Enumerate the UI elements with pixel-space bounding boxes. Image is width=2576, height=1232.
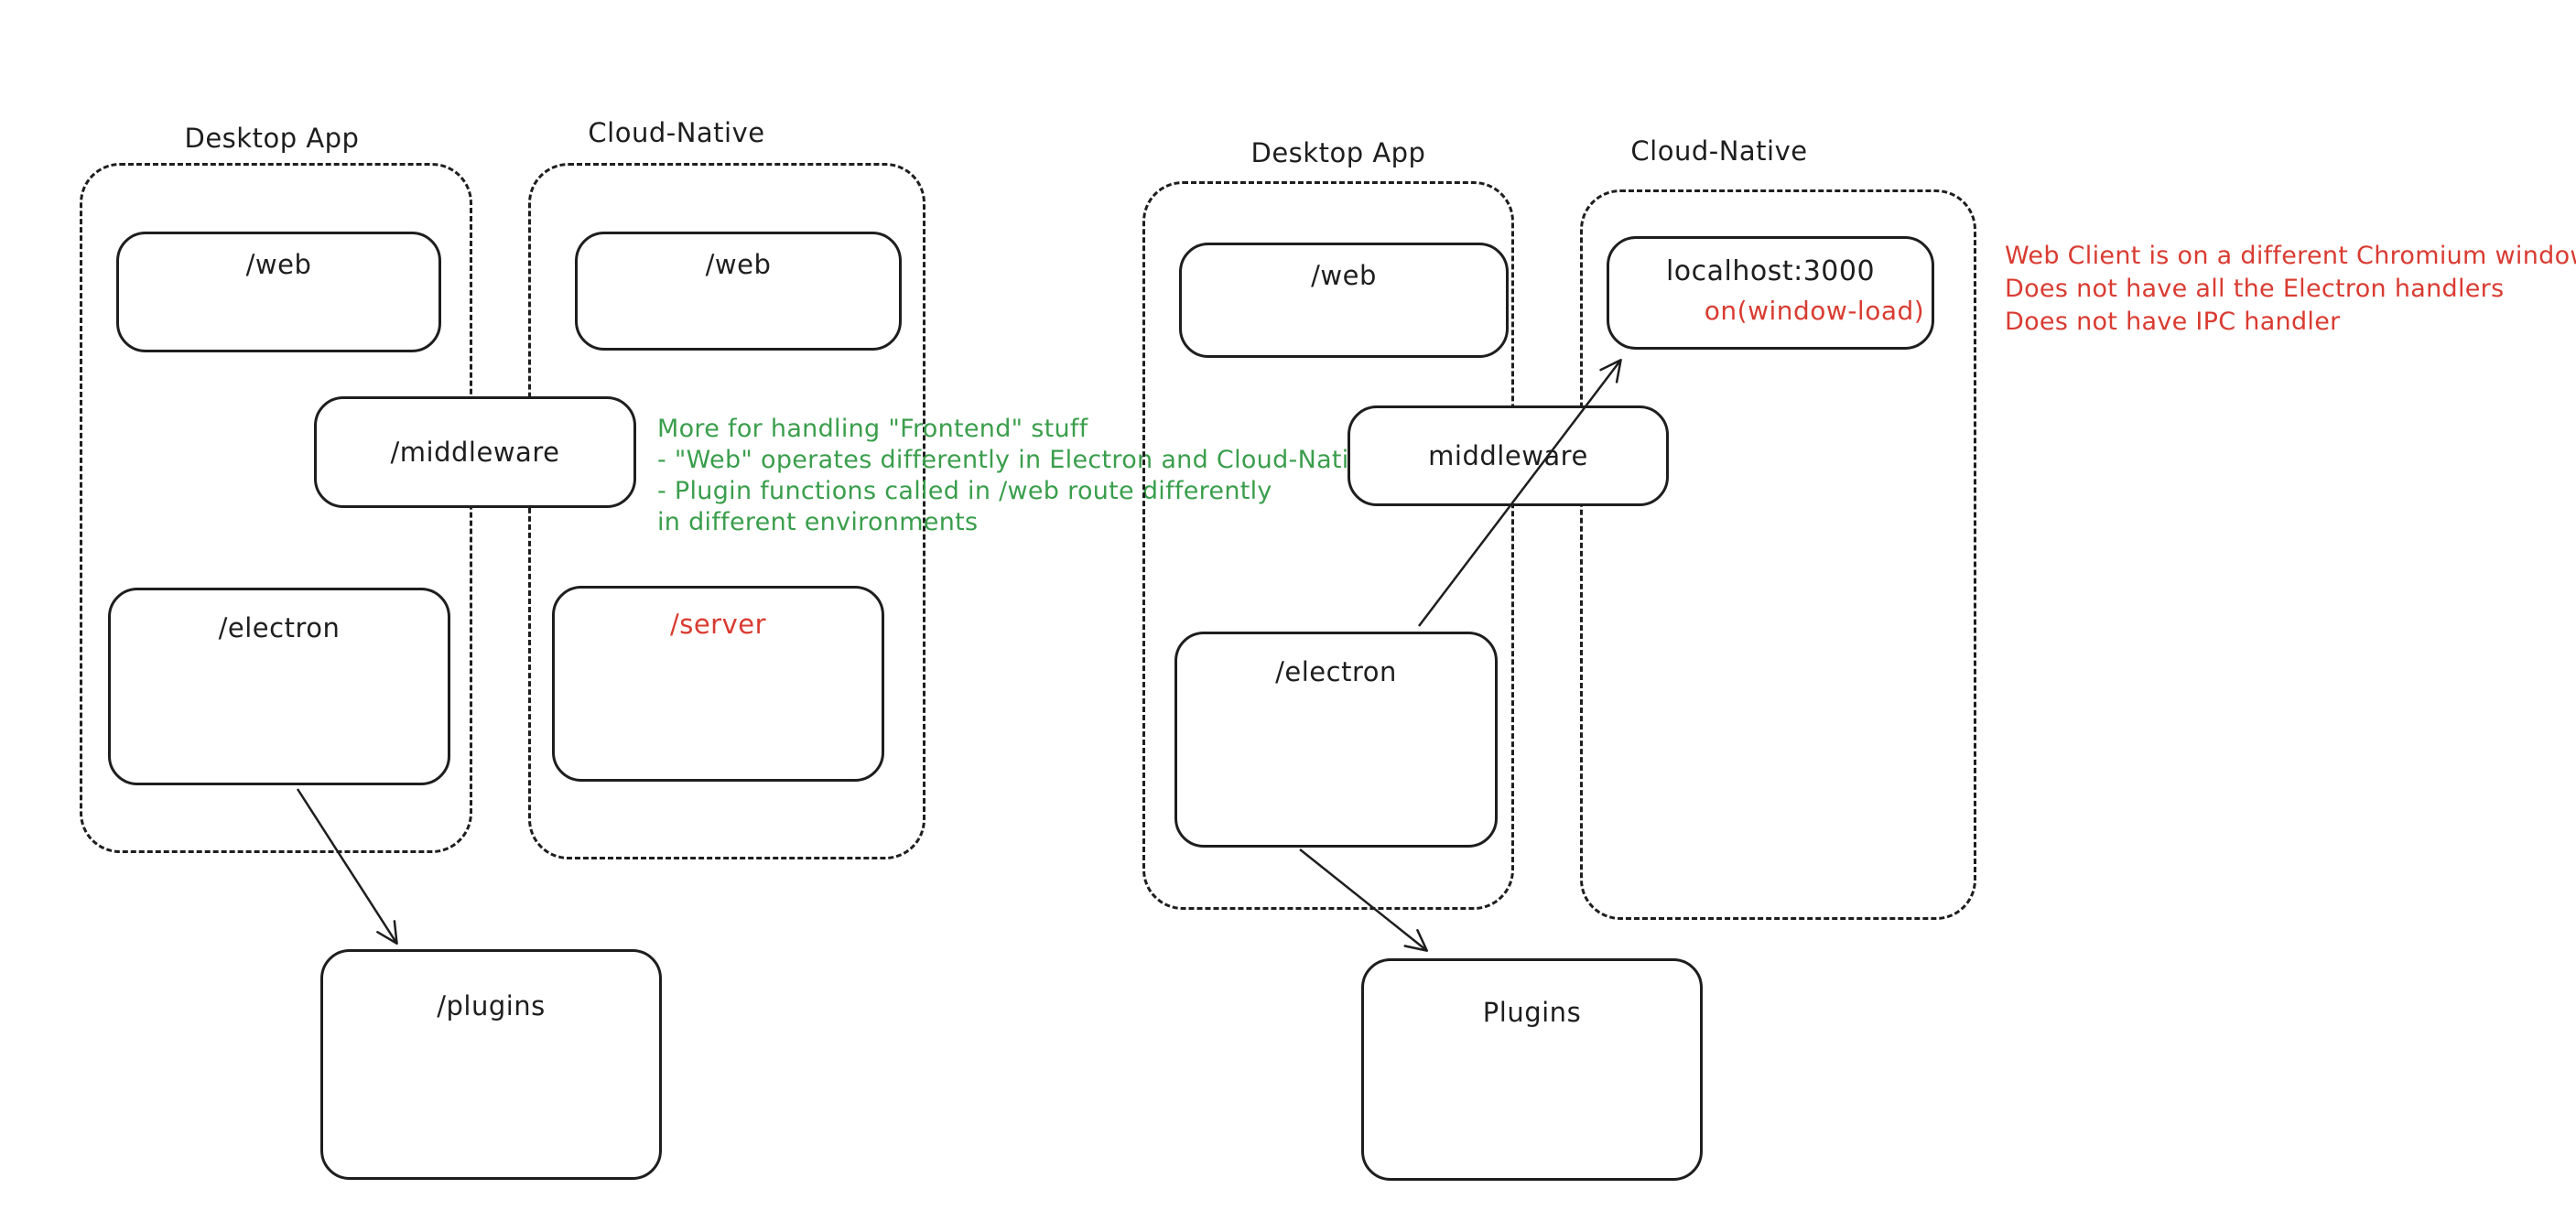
green-annotation-line: - "Web" operates differently in Electron… — [657, 446, 1380, 474]
left-server-node: /server — [552, 586, 884, 782]
green-annotation-line: More for handling "Frontend" stuff — [657, 415, 1088, 443]
red-annotation-line: Does not have IPC handler — [2005, 308, 2341, 336]
right-localhost-handler-label: on(window-load) — [1704, 296, 1925, 326]
left-desktop-group-label: Desktop App — [184, 123, 360, 154]
left-cloud-web-label: /web — [705, 249, 772, 280]
red-annotation-line: Web Client is on a different Chromium wi… — [2005, 242, 2576, 270]
left-server-label: /server — [669, 609, 767, 640]
red-annotation-line: Does not have all the Electron handlers — [2005, 275, 2505, 303]
right-plugins-node: Plugins — [1361, 958, 1703, 1181]
left-cloud-web-node: /web — [575, 232, 902, 351]
left-electron-label: /electron — [218, 612, 341, 643]
red-annotation: Web Client is on a different Chromium wi… — [2005, 240, 2576, 339]
right-electron-label: /electron — [1275, 656, 1397, 687]
left-desktop-web-node: /web — [116, 232, 441, 352]
right-cloud-group-label: Cloud-Native — [1630, 135, 1808, 167]
green-annotation-line: - Plugin functions called in /web route … — [657, 477, 1272, 505]
left-desktop-app-container — [80, 163, 472, 853]
left-electron-node: /electron — [108, 588, 450, 785]
left-plugins-node: /plugins — [320, 949, 662, 1180]
right-plugins-label: Plugins — [1482, 997, 1582, 1028]
right-desktop-web-node: /web — [1179, 243, 1509, 358]
left-middleware-node: /middleware — [314, 396, 636, 508]
left-plugins-label: /plugins — [437, 990, 546, 1021]
left-cloud-group-label: Cloud-Native — [588, 117, 765, 148]
right-desktop-web-label: /web — [1311, 260, 1377, 291]
left-desktop-web-label: /web — [245, 249, 312, 280]
right-localhost-node: localhost:3000 on(window-load) — [1607, 236, 1934, 350]
green-annotation: More for handling "Frontend" stuff - "We… — [657, 414, 1380, 538]
right-middleware-node: middleware — [1348, 405, 1669, 506]
right-localhost-label: localhost:3000 — [1665, 255, 1876, 287]
right-desktop-group-label: Desktop App — [1250, 137, 1426, 168]
green-annotation-line: in different environments — [657, 508, 979, 536]
right-electron-node: /electron — [1174, 632, 1498, 848]
right-middleware-label: middleware — [1428, 440, 1588, 471]
left-middleware-label: /middleware — [390, 437, 560, 468]
left-cloud-native-container — [528, 163, 925, 859]
